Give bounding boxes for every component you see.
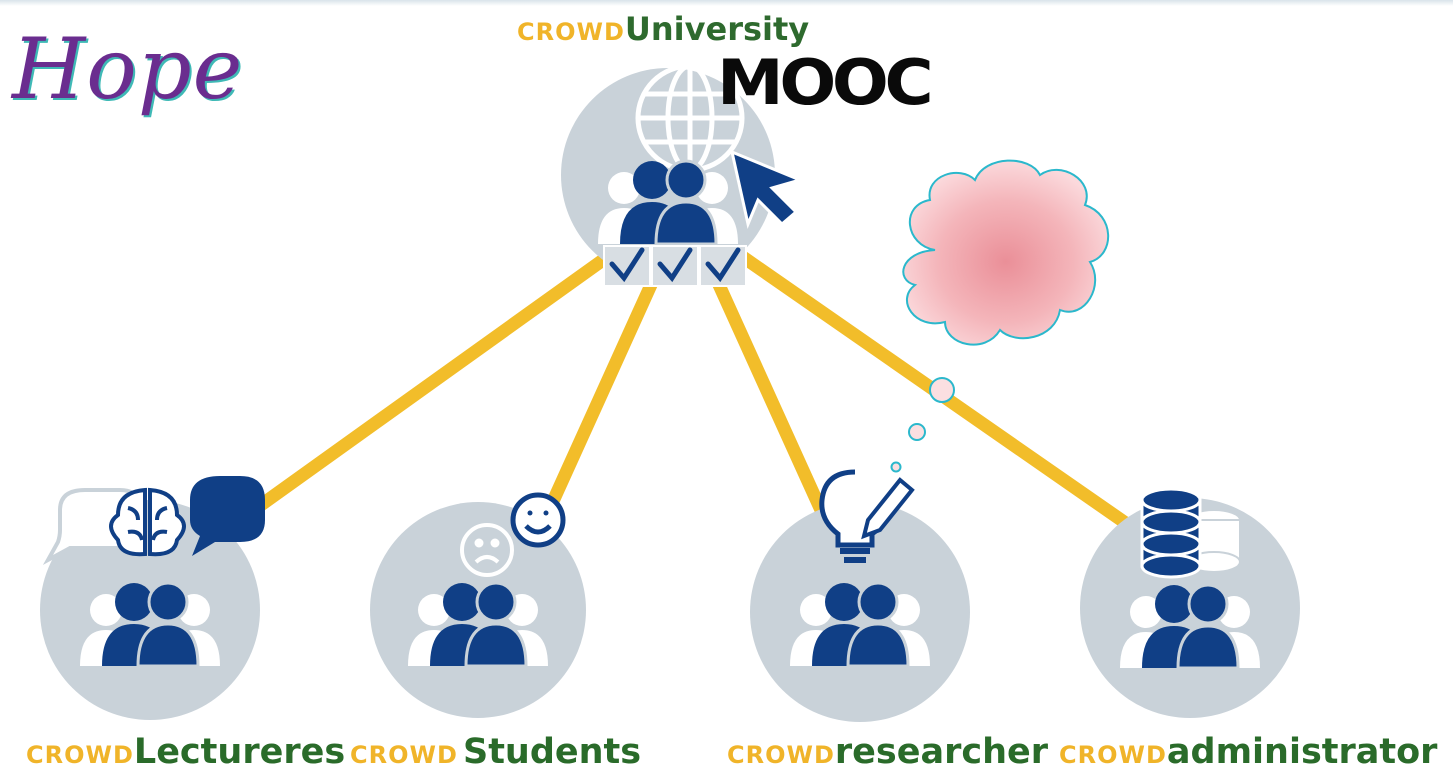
thought-cloud	[902, 159, 1110, 346]
check-icon	[609, 247, 645, 283]
mooc-logo: MOOC	[717, 46, 934, 119]
cursor-arrow-icon	[729, 149, 805, 229]
lectureres-node	[40, 476, 265, 720]
crowd-prefix: CROWD	[517, 18, 625, 46]
researcher-node	[750, 469, 970, 722]
students-name: Students	[462, 732, 642, 772]
check-icon	[705, 247, 741, 283]
connector-researcher	[703, 258, 837, 537]
university-label: CROWDUniversity	[517, 10, 809, 48]
lectureres-label: CROWDLectureres	[26, 732, 345, 772]
lightbulb-pencil-icon	[819, 469, 915, 563]
top-border	[0, 0, 1453, 6]
researcher-name: researcher	[834, 732, 1049, 772]
hope-headline: Hope	[12, 20, 244, 118]
lectureres-name: Lectureres	[133, 732, 346, 772]
thought-bubble	[890, 159, 1110, 473]
thought-dot-small	[890, 461, 902, 473]
thought-dot-large	[929, 377, 955, 403]
connector-students	[533, 258, 667, 537]
happy-face-icon	[510, 492, 566, 548]
crowd-prefix: CROWD	[350, 741, 458, 769]
connector-lectureres	[233, 248, 617, 527]
administrator-name: administrator	[1166, 732, 1438, 772]
brain-icon	[109, 487, 186, 557]
sad-face-icon	[460, 523, 514, 577]
crowd-prefix: CROWD	[1059, 741, 1167, 769]
speech-bubble-filled-icon	[190, 476, 265, 556]
students-node	[370, 492, 586, 718]
administrator-label: CROWDadministrator	[1059, 732, 1437, 772]
crowd-prefix: CROWD	[26, 741, 134, 769]
university-name: University	[624, 10, 810, 48]
university-node	[561, 63, 805, 287]
students-label: CROWD Students	[350, 732, 641, 772]
check-icon	[657, 247, 693, 283]
administrator-node	[1080, 487, 1300, 718]
database-icon	[1140, 487, 1241, 579]
thought-dot-medium	[908, 423, 926, 441]
crowd-prefix: CROWD	[727, 741, 835, 769]
researcher-label: CROWDresearcher	[727, 732, 1048, 772]
checkbox-row	[603, 245, 747, 287]
